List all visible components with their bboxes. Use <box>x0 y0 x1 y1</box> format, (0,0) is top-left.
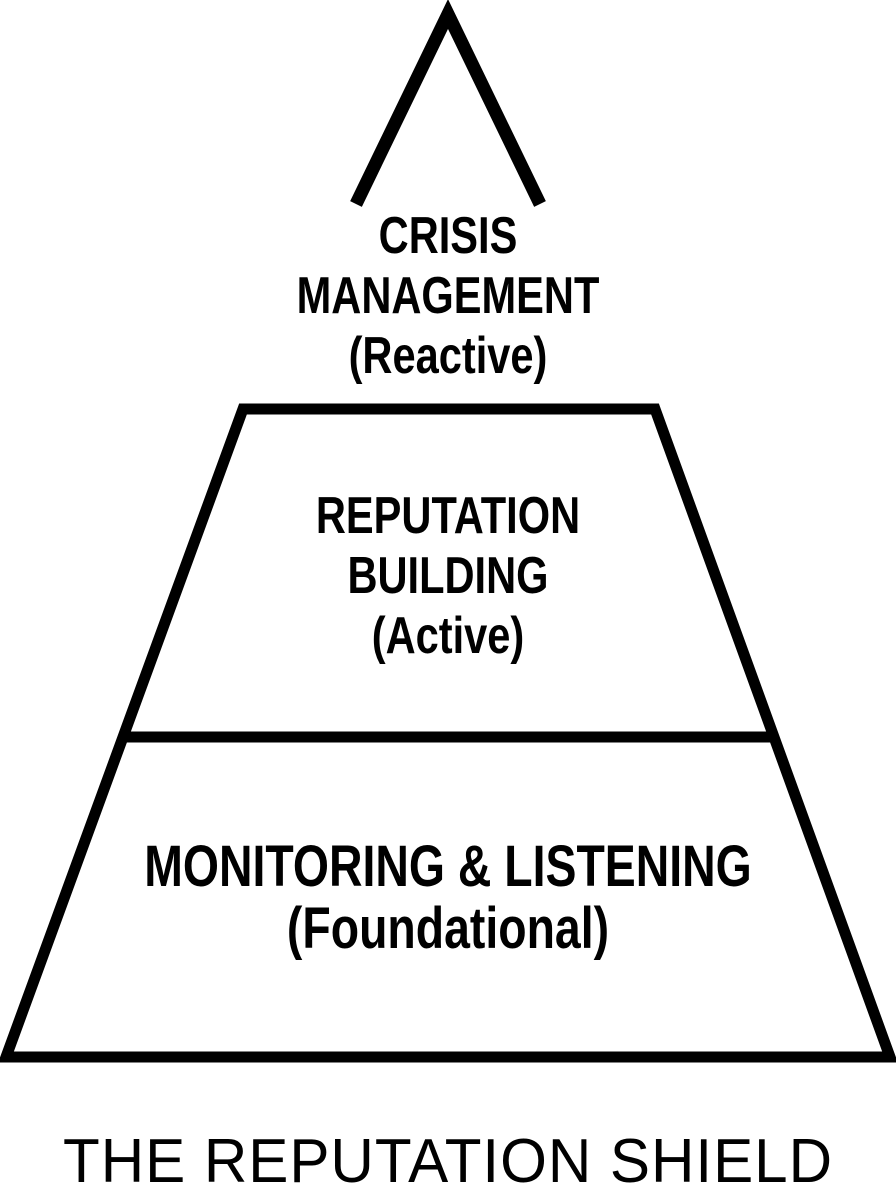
tier-qualifier: (Reactive) <box>348 327 548 385</box>
tier-title-line: MANAGEMENT <box>296 267 600 325</box>
tier-title-line: CRISIS <box>378 207 518 265</box>
tier-label-crisis-management: CRISIS MANAGEMENT (Reactive) <box>90 206 807 386</box>
diagram-caption: THE REPUTATION SHIELD <box>63 1127 833 1196</box>
tier-qualifier: (Foundational) <box>286 896 610 961</box>
apex-triangle-outline <box>350 0 546 207</box>
pyramid-body-outline <box>0 403 896 1063</box>
tier-qualifier: (Active) <box>371 607 525 665</box>
tier-label-reputation-building: REPUTATION BUILDING (Active) <box>90 486 807 666</box>
tier-label-monitoring-listening: MONITORING & LISTENING (Foundational) <box>90 836 807 960</box>
tier-title-line: BUILDING <box>347 547 549 605</box>
tier-title-line: REPUTATION <box>315 487 581 545</box>
tier-title-line: MONITORING & LISTENING <box>144 834 752 899</box>
